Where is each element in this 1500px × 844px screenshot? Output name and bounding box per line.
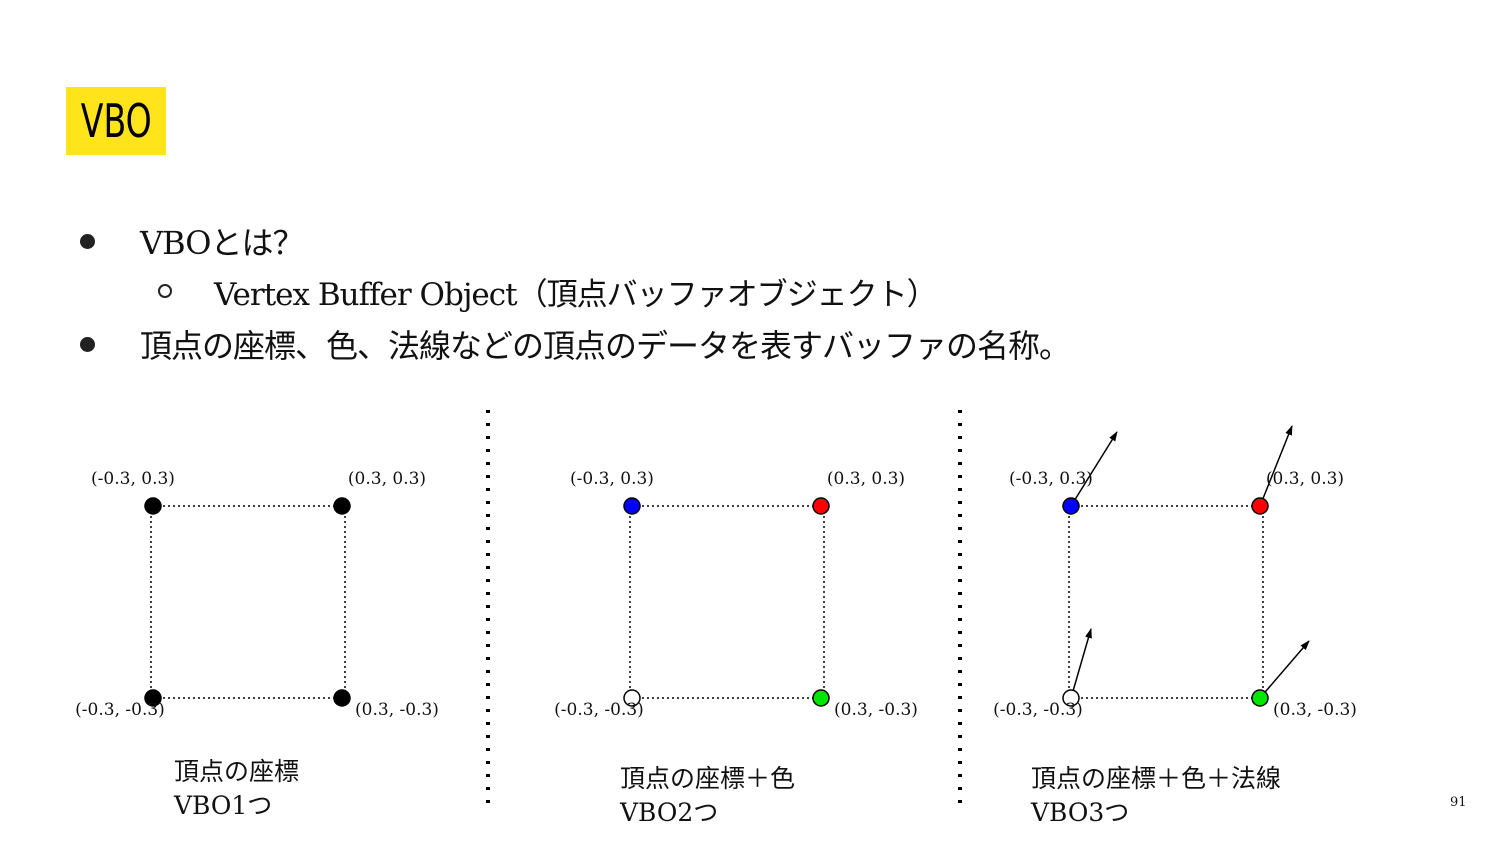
normal-arrow-bottom-right: [1259, 640, 1310, 699]
normal-arrow-top-right: [1259, 425, 1293, 507]
coord-label-top-left: (-0.3, 0.3): [570, 469, 654, 489]
vertex-bottom-left: [1062, 689, 1080, 707]
vertex-bottom-right: [333, 689, 351, 707]
vertex-top-right: [333, 497, 351, 515]
coord-label-bottom-left: (-0.3, -0.3): [554, 700, 644, 720]
caption-line-2: VBO3つ: [1031, 797, 1130, 827]
coord-label-top-right: (0.3, 0.3): [1266, 469, 1344, 489]
caption-line-1: 頂点の座標＋色: [620, 764, 796, 793]
vertex-bottom-left: [623, 689, 641, 707]
caption-line-2: VBO2つ: [620, 797, 719, 827]
bullet-disc-icon: [80, 336, 95, 352]
bullet-circle-icon: [158, 284, 172, 298]
vertex-bottom-right: [812, 689, 830, 707]
vertex-top-right: [812, 497, 830, 515]
caption-line-1: 頂点の座標＋色＋法線: [1031, 764, 1282, 793]
title-highlight: VBO: [66, 87, 166, 155]
caption-line-2: VBO1つ: [174, 790, 273, 820]
coord-label-top-left: (-0.3, 0.3): [91, 469, 175, 489]
coord-label-top-left: (-0.3, 0.3): [1009, 469, 1093, 489]
panel-1-caption: 頂点の座標 VBO1つ: [174, 755, 299, 823]
panel-2-square: (-0.3, 0.3) (0.3, 0.3) (-0.3, -0.3) (0.3…: [554, 469, 918, 720]
page-number: 91: [1450, 795, 1467, 810]
coord-label-bottom-right: (0.3, -0.3): [834, 700, 918, 720]
bullet-text-1: VBOとは？: [140, 224, 304, 262]
vertex-top-left: [1062, 497, 1080, 515]
bullet-item-1: VBOとは？: [80, 218, 304, 264]
bullet-disc-icon: [80, 233, 95, 249]
coord-label-bottom-left: (-0.3, -0.3): [75, 700, 165, 720]
coord-label-bottom-right: (0.3, -0.3): [355, 700, 439, 720]
vertex-top-left: [623, 497, 641, 515]
normal-arrow-top-left: [1070, 431, 1118, 507]
coord-label-top-right: (0.3, 0.3): [827, 469, 905, 489]
panel-3-caption: 頂点の座標＋色＋法線 VBO3つ: [1031, 762, 1281, 830]
panel-1-square: (-0.3, 0.3) (0.3, 0.3) (-0.3, -0.3) (0.3…: [75, 469, 439, 720]
coord-label-bottom-left: (-0.3, -0.3): [993, 700, 1083, 720]
coord-label-bottom-right: (0.3, -0.3): [1273, 700, 1357, 720]
bullet-text-3: 頂点の座標、色、法線などの頂点のデータを表すバッファの名称。: [140, 327, 1071, 365]
panel-3-square: (-0.3, 0.3) (0.3, 0.3) (-0.3, -0.3) (0.3…: [993, 425, 1357, 720]
vertex-bottom-left: [144, 689, 162, 707]
coord-label-top-right: (0.3, 0.3): [348, 469, 426, 489]
bullet-text-2: Vertex Buffer Object（頂点バッファオブジェクト）: [214, 276, 938, 313]
panel-2-caption: 頂点の座標＋色 VBO2つ: [620, 762, 795, 830]
normal-arrow-bottom-left: [1070, 628, 1092, 699]
vertex-top-left: [144, 497, 162, 515]
bullet-item-3: 頂点の座標、色、法線などの頂点のデータを表すバッファの名称。: [80, 320, 1071, 368]
bullet-item-2: Vertex Buffer Object（頂点バッファオブジェクト）: [158, 268, 938, 314]
slide-title: VBO: [80, 94, 152, 148]
caption-line-1: 頂点の座標: [174, 757, 300, 786]
vertex-bottom-right: [1251, 689, 1269, 707]
vertex-top-right: [1251, 497, 1269, 515]
